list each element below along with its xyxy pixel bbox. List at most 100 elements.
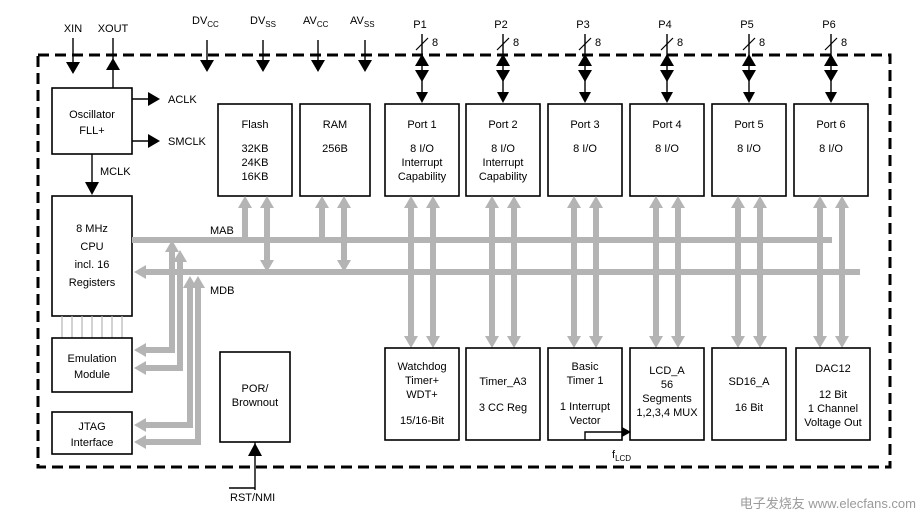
port-width-label-6: 8 xyxy=(841,37,847,49)
emulation-line1: Emulation xyxy=(68,353,117,365)
port-down-arrow-icon xyxy=(824,70,838,82)
port-down-arrow-icon xyxy=(496,70,510,82)
port-block-line1: 8 I/O xyxy=(410,143,434,155)
mdb-bus xyxy=(134,265,860,279)
por-line1: POR/ xyxy=(242,383,270,395)
lcd-line1: LCD_A xyxy=(649,365,685,377)
watchdog-line2: Timer+ xyxy=(405,375,439,387)
port-up-arrow-icon xyxy=(578,54,592,66)
por-block xyxy=(219,351,291,443)
basic-timer-line2: Timer 1 xyxy=(567,375,604,387)
port-in-arrow-icon xyxy=(661,92,673,103)
port-block-title: Port 5 xyxy=(734,119,763,131)
flcd-wire xyxy=(584,431,624,440)
ram-title: RAM xyxy=(323,119,347,131)
timer-a3-block xyxy=(465,347,541,441)
reset-label: RST/NMI xyxy=(230,492,275,504)
sd16-block xyxy=(711,347,787,441)
basic-timer-line4: Vector xyxy=(569,415,601,427)
jtag-line1: JTAG xyxy=(78,421,105,433)
jtag-block xyxy=(51,411,133,455)
sd16-line2: 16 Bit xyxy=(735,402,763,414)
chip-boundary xyxy=(36,53,892,469)
cpu-emulation-links xyxy=(61,316,123,338)
port-bus-links xyxy=(404,196,849,348)
oscillator-line2: FLL+ xyxy=(79,125,104,137)
xin-arrow-icon xyxy=(66,62,80,74)
port-down-arrow-icon xyxy=(578,70,592,82)
flcd-arrow-icon xyxy=(622,427,631,437)
watermark: 电子发烧友 www.elecfans.com xyxy=(739,496,916,511)
port-width-label-4: 8 xyxy=(677,37,683,49)
avcc-pin xyxy=(311,40,325,72)
dvcc-label: DVCC xyxy=(192,15,219,29)
port-block-line1: 8 I/O xyxy=(737,143,761,155)
xout-label: XOUT xyxy=(98,23,129,35)
lcd-line3: Segments xyxy=(642,393,692,405)
port-width-label-5: 8 xyxy=(759,37,765,49)
lcd-line2: 56 xyxy=(661,379,673,391)
cpu-line2: CPU xyxy=(80,241,103,253)
port-up-arrow-icon xyxy=(660,54,674,66)
dac-block xyxy=(795,347,871,441)
port-block-4 xyxy=(629,103,705,197)
watchdog-line1: Watchdog xyxy=(397,361,446,373)
port-block-title: Port 2 xyxy=(488,119,517,131)
port-block-title: Port 4 xyxy=(652,119,681,131)
port-block-3 xyxy=(547,103,623,197)
ram-block xyxy=(299,103,371,197)
mab-label: MAB xyxy=(210,225,234,237)
emulation-line2: Module xyxy=(74,369,110,381)
port-pin-label-1: P1 xyxy=(413,19,426,31)
port-in-arrow-icon xyxy=(825,92,837,103)
emulation-block xyxy=(51,337,133,393)
port-width-label-2: 8 xyxy=(513,37,519,49)
memory-bus-links xyxy=(238,196,351,272)
dac-line2: 12 Bit xyxy=(819,389,847,401)
port-up-arrow-icon xyxy=(824,54,838,66)
avcc-label: AVCC xyxy=(303,15,329,29)
flcd-label: fLCD xyxy=(612,449,631,463)
port-block-line1: 8 I/O xyxy=(491,143,515,155)
cpu-line1: 8 MHz xyxy=(76,223,108,235)
port-block-line1: 8 I/O xyxy=(819,143,843,155)
port-down-arrow-icon xyxy=(660,70,674,82)
flash-line3: 16KB xyxy=(242,171,269,183)
dac-line3: 1 Channel xyxy=(808,403,858,415)
port-block-title: Port 6 xyxy=(816,119,845,131)
port-block-line1: 8 I/O xyxy=(573,143,597,155)
port-up-arrow-icon xyxy=(742,54,756,66)
flash-title: Flash xyxy=(242,119,269,131)
port-width-label-1: 8 xyxy=(432,37,438,49)
watchdog-line3: WDT+ xyxy=(406,389,437,401)
port-block-line2: Interrupt xyxy=(402,157,443,169)
debug-bus-links xyxy=(134,240,205,449)
basic-timer-line1: Basic xyxy=(572,361,599,373)
port-block-title: Port 1 xyxy=(407,119,436,131)
dvss-label: DVSS xyxy=(250,15,276,29)
lcd-block xyxy=(629,347,705,441)
cpu-line3: incl. 16 xyxy=(75,259,110,271)
watchdog-line4: 15/16-Bit xyxy=(400,415,444,427)
flash-line2: 24KB xyxy=(242,157,269,169)
aclk-arrow-icon xyxy=(148,92,160,106)
timer-a3-line2: 3 CC Reg xyxy=(479,402,527,414)
port-block-line3: Capability xyxy=(398,171,447,183)
flash-block xyxy=(217,103,293,197)
port-pin-label-6: P6 xyxy=(822,19,835,31)
mclk-arrow-icon xyxy=(85,182,99,195)
aclk-label: ACLK xyxy=(168,94,197,106)
port-width-label-3: 8 xyxy=(595,37,601,49)
ram-line1: 256B xyxy=(322,143,348,155)
port-up-arrow-icon xyxy=(496,54,510,66)
port-block-line1: 8 I/O xyxy=(655,143,679,155)
smclk-arrow-icon xyxy=(148,134,160,148)
basic-timer-line3: 1 Interrupt xyxy=(560,401,610,413)
dac-line4: Voltage Out xyxy=(804,417,862,429)
jtag-line2: Interface xyxy=(71,437,114,449)
sd16-line1: SD16_A xyxy=(729,376,771,388)
smclk-label: SMCLK xyxy=(168,136,207,148)
dvss-pin xyxy=(256,40,270,72)
mclk-label: MCLK xyxy=(100,166,131,178)
